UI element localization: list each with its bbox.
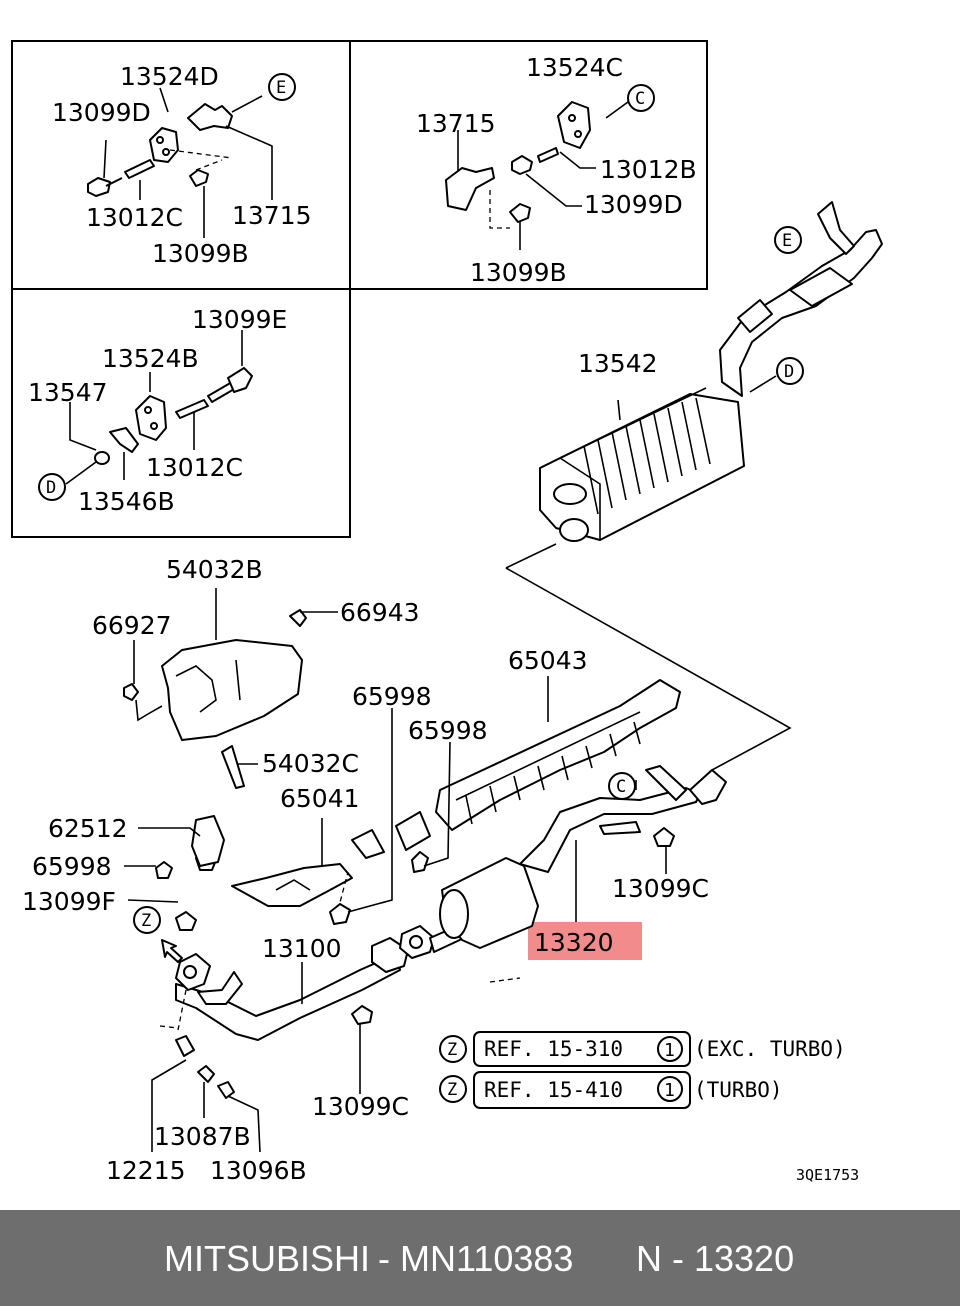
label-65998-b: 65998 [408,716,488,745]
label-62512: 62512 [48,814,128,843]
detail-panels [11,40,708,538]
hanger-assembly-e: 13524D 13099D 13012C 13099B 13715 E [52,62,312,268]
label-13096B: 13096B [210,1156,307,1185]
heat-shields: 54032B 66927 66943 65043 65998 65998 540… [92,555,681,925]
hanger-assembly-c: 13524C 13715 13012B 13099D 13099B C [416,53,697,287]
label-66943: 66943 [340,598,420,627]
callout-E1: E [276,78,286,98]
label-13715-a: 13715 [232,201,312,230]
label-13087B: 13087B [154,1122,251,1151]
label-54032B: 54032B [166,555,263,584]
diagram-code: 3QE1753 [796,1166,859,1184]
hanger-assembly-d: 13099E 13524B 13547 13012C 13546B D [28,305,287,516]
ref-1-text: REF. 15-310 [484,1037,623,1061]
label-13099B-b: 13099B [470,258,567,287]
label-13099C-b: 13099C [312,1092,409,1121]
callout-C2: C [616,777,626,797]
part-number: MN110383 [400,1238,574,1279]
label-65041: 65041 [280,784,360,813]
label-65998-a: 65998 [352,682,432,711]
callout-C1: C [635,89,645,109]
label-13546B: 13546B [78,487,175,516]
label-13542: 13542 [578,349,658,378]
diagram-position: N - 13320 [636,1238,795,1279]
label-13099E: 13099E [192,305,287,334]
label-13099D-a: 13099D [52,98,151,127]
part-info-footer: MITSUBISHI - MN110383 N - 13320 [0,1210,960,1306]
main-muffler-13542: 13542 E D [539,201,883,542]
brand-name: MITSUBISHI [164,1238,371,1279]
ref-1-letter: Z [447,1040,457,1060]
label-65998-c: 65998 [32,852,112,881]
reference-notes: Z REF. 15-310 1 (EXC. TURBO) Z REF. 15-4… [439,1031,846,1109]
label-66927: 66927 [92,611,172,640]
ref-1-num: 1 [664,1040,675,1061]
label-13524C: 13524C [526,53,623,82]
callout-Z1: Z [141,911,151,931]
exhaust-parts-diagram: 13524D 13099D 13012C 13099B 13715 E 1352… [11,40,883,1185]
callout-E2: E [782,231,792,251]
label-13012C-b: 13012C [146,453,243,482]
ref-2-letter: Z [447,1080,457,1100]
label-13099C-a: 13099C [612,874,709,903]
label-13099B-a: 13099B [152,239,249,268]
label-13099F: 13099F [22,887,116,916]
label-13524B: 13524B [102,344,199,373]
center-muffler-13320: 62512 65998 13099F 13100 13099C 13320 13… [22,765,727,1185]
ref-2-text: REF. 15-410 [484,1078,623,1102]
ref-2-num: 1 [664,1080,675,1101]
label-13012B: 13012B [600,155,697,184]
callout-D2: D [784,362,794,382]
label-13099D-b: 13099D [584,190,683,219]
label-13100: 13100 [262,934,342,963]
callout-D1: D [46,478,56,498]
label-13320: 13320 [534,928,614,957]
highlight-13320 [528,922,642,960]
label-65043: 65043 [508,646,588,675]
label-54032C: 54032C [262,749,359,778]
separator: - [378,1238,390,1279]
arrow-up-left-icon [161,939,183,963]
label-13524D: 13524D [120,62,219,91]
ref-1-note: (EXC. TURBO) [694,1037,846,1061]
label-13547: 13547 [28,378,108,407]
label-12215: 12215 [106,1156,186,1185]
label-13715-b: 13715 [416,109,496,138]
label-13012C-a: 13012C [86,203,183,232]
ref-2-note: (TURBO) [694,1078,783,1102]
